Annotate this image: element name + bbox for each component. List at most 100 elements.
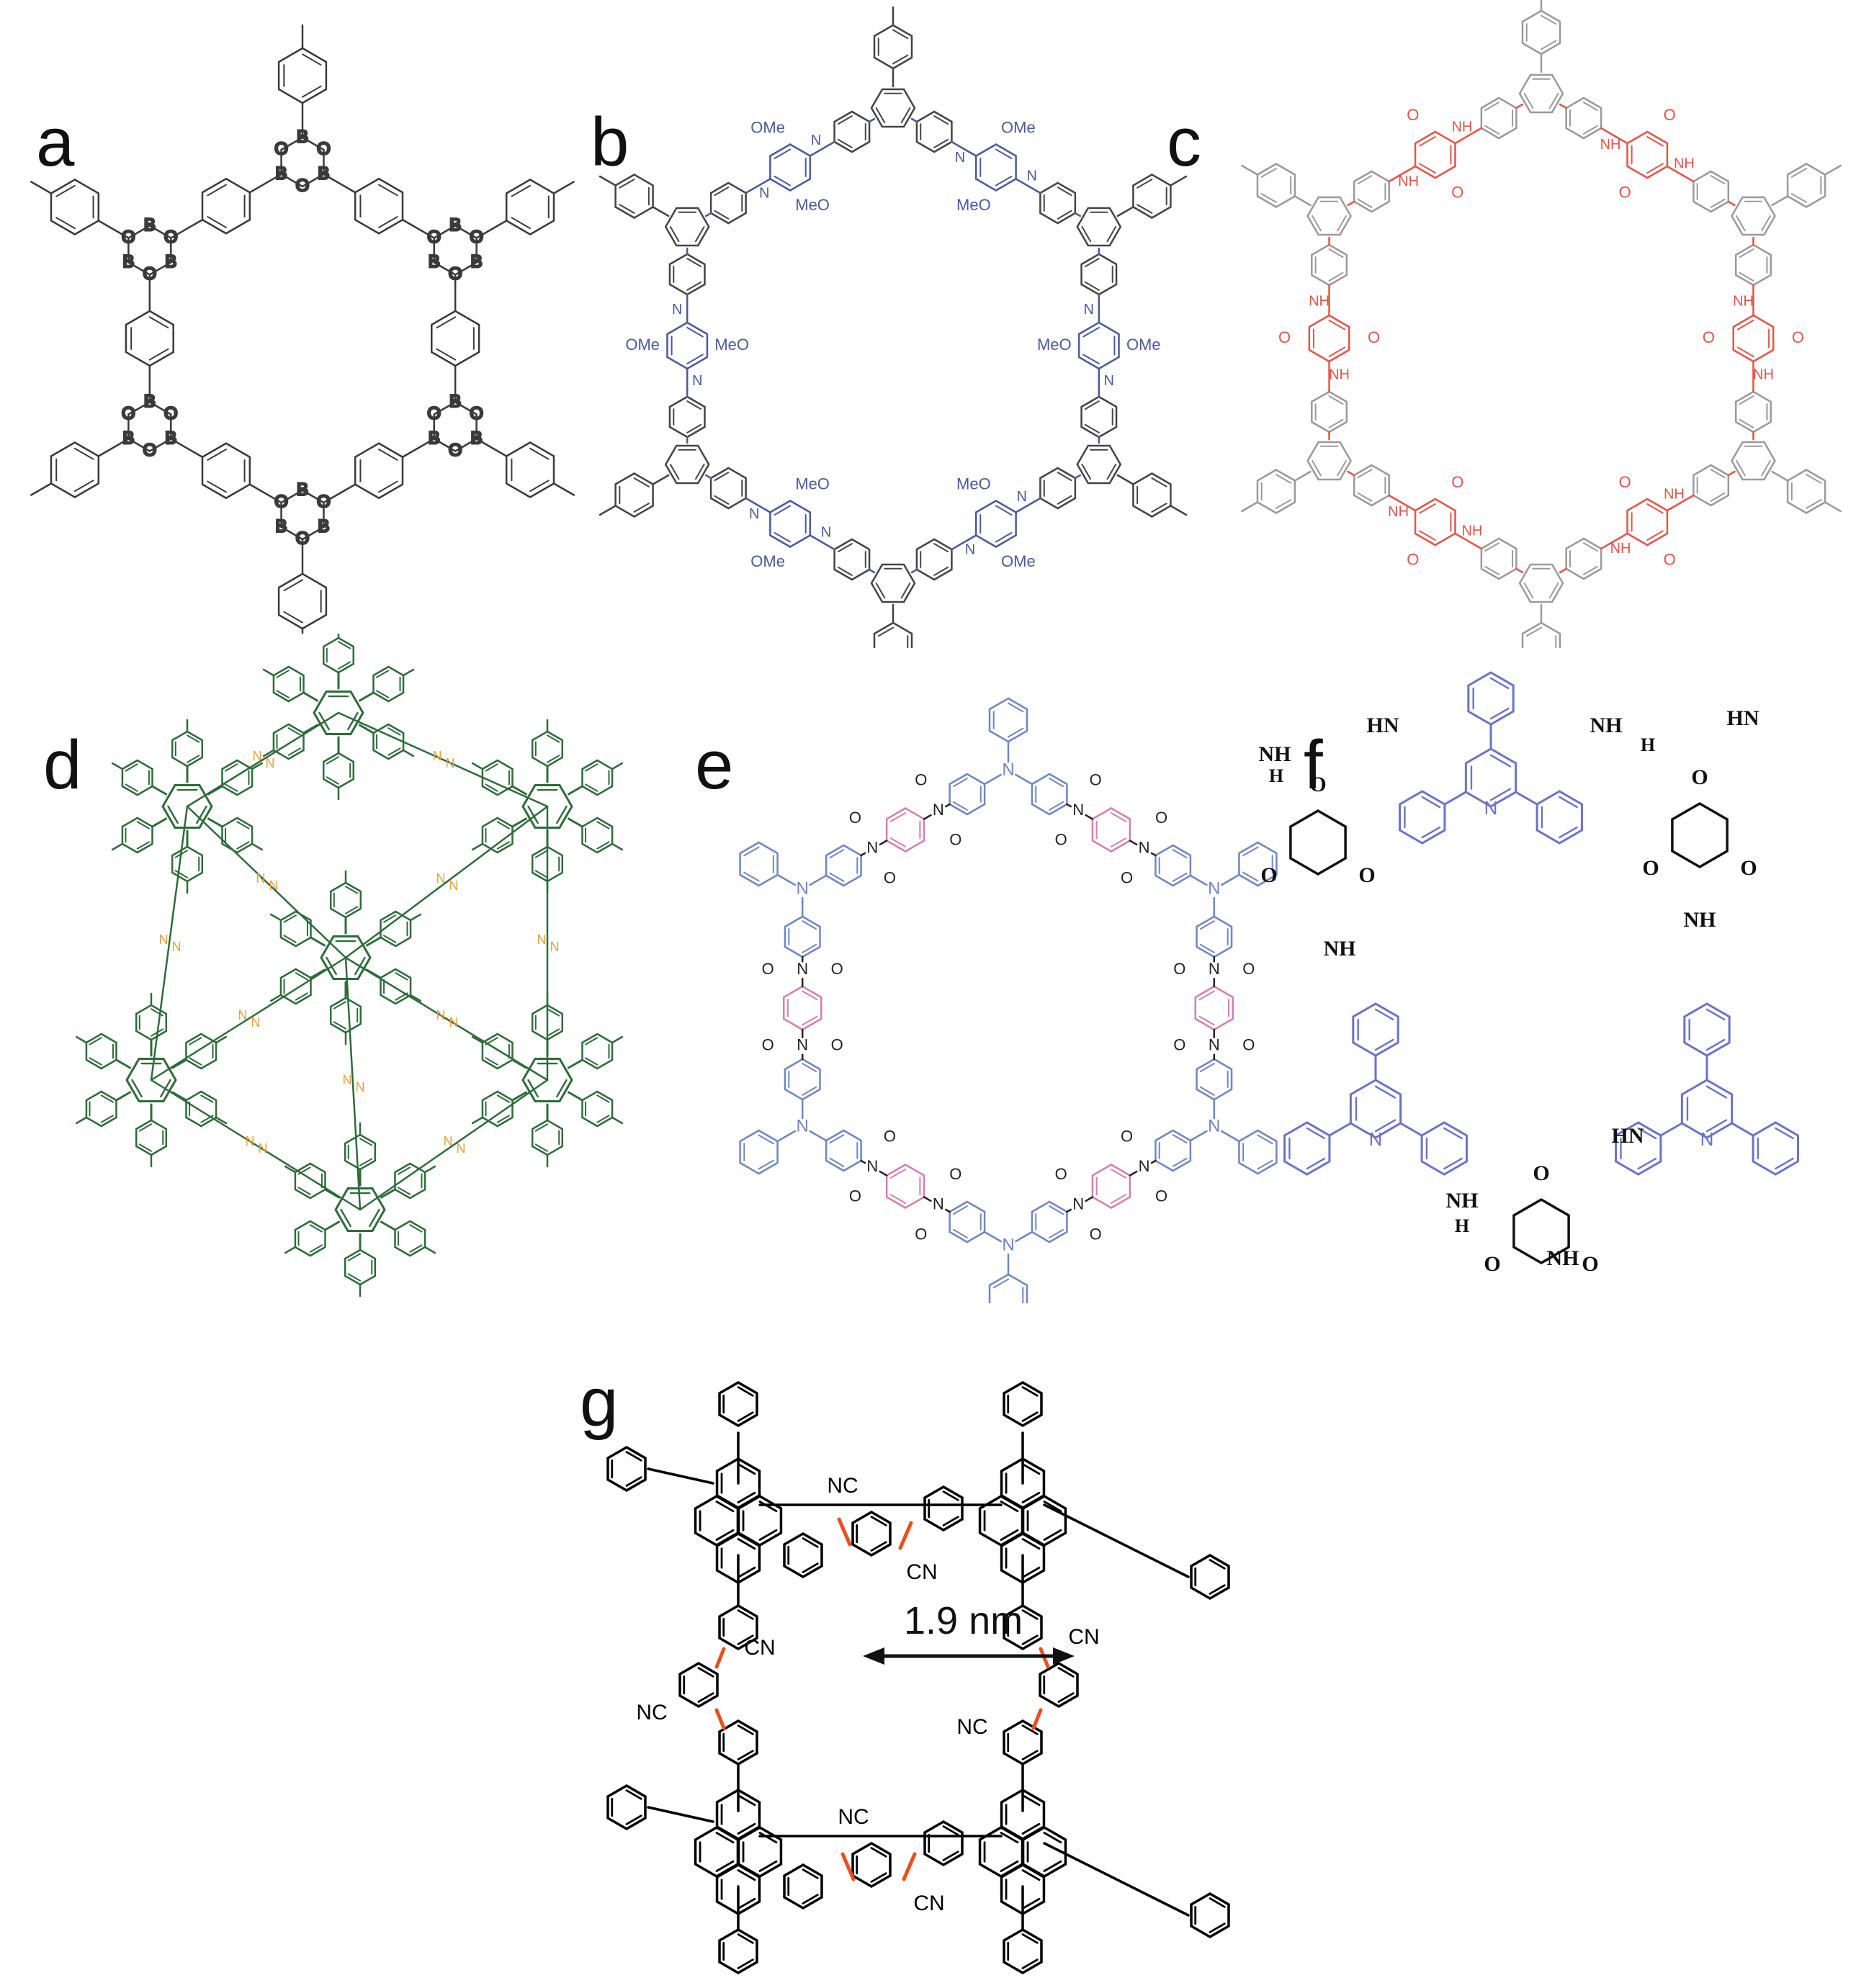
nitrile-label: NC bbox=[956, 1715, 987, 1739]
azine-nitrogen: N bbox=[433, 749, 442, 763]
imide-nitrogen: N bbox=[797, 960, 808, 978]
boron-atom: B bbox=[276, 163, 287, 183]
substituent-label: O bbox=[1451, 473, 1463, 491]
boron-atom: B bbox=[318, 163, 329, 183]
imide-nitrogen: N bbox=[1139, 1157, 1150, 1175]
azine-nitrogen: N bbox=[251, 1015, 261, 1030]
substituent-label: OMe bbox=[750, 552, 785, 570]
azine-nitrogen: N bbox=[537, 932, 547, 947]
panel-label-c: c bbox=[1167, 104, 1201, 181]
boron-atom: B bbox=[429, 428, 440, 448]
linker-atom: NH bbox=[1674, 156, 1695, 172]
linker-atom: NH bbox=[1610, 541, 1631, 557]
oxygen-atom: O bbox=[317, 492, 331, 511]
azine-nitrogen: N bbox=[172, 940, 181, 954]
pyridine-nitrogen: N bbox=[1369, 1128, 1383, 1150]
imide-nitrogen: N bbox=[1072, 801, 1084, 819]
substituent-label: MeO bbox=[714, 336, 749, 354]
azine-nitrogen: N bbox=[446, 756, 455, 770]
substituent-label: O bbox=[1278, 328, 1291, 346]
imide-nitrogen: N bbox=[1209, 1036, 1220, 1054]
hydrogen: H bbox=[1269, 765, 1283, 786]
linker-atom: N bbox=[1084, 302, 1094, 318]
azine-nitrogen: N bbox=[253, 749, 262, 763]
oxygen-atom: O bbox=[164, 404, 178, 423]
carbonyl-oxygen: O bbox=[1242, 1036, 1255, 1054]
carbonyl-oxygen: O bbox=[1242, 960, 1255, 978]
imide-nitrogen: N bbox=[933, 801, 944, 819]
linker-atom: NH bbox=[1733, 293, 1754, 309]
substituent-label: O bbox=[1451, 184, 1463, 202]
carbonyl-oxygen: O bbox=[1121, 868, 1133, 886]
substituent-label: O bbox=[1407, 106, 1419, 124]
imide-nitrogen: N bbox=[1209, 960, 1220, 978]
carbonyl-oxygen: O bbox=[831, 960, 843, 978]
enamine-nh: NH bbox=[1684, 908, 1716, 932]
enamine-hn: HN bbox=[1612, 1124, 1644, 1148]
ketone-oxygen: O bbox=[1582, 1252, 1598, 1276]
boron-atom: B bbox=[276, 516, 287, 536]
enamine-nh: NH bbox=[1547, 1246, 1579, 1270]
boron-atom: B bbox=[429, 252, 440, 271]
carbonyl-oxygen: O bbox=[1173, 1036, 1185, 1054]
azine-nitrogen: N bbox=[449, 1015, 459, 1030]
azine-nitrogen: N bbox=[436, 1008, 446, 1022]
carbonyl-oxygen: O bbox=[949, 1165, 961, 1183]
carbonyl-oxygen: O bbox=[831, 1036, 843, 1054]
oxygen-atom: O bbox=[296, 176, 310, 195]
oxygen-atom: O bbox=[427, 228, 441, 247]
oxygen-atom: O bbox=[317, 139, 331, 158]
boron-atom: B bbox=[449, 392, 461, 411]
substituent-label: OMe bbox=[1001, 552, 1036, 570]
boron-atom: B bbox=[165, 252, 176, 271]
linker-atom: N bbox=[965, 542, 975, 558]
oxygen-atom: O bbox=[143, 441, 156, 460]
nitrile-label: NC bbox=[827, 1474, 858, 1498]
carbonyl-oxygen: O bbox=[884, 868, 896, 886]
oxygen-atom: O bbox=[143, 264, 156, 284]
nitrile-label: CN bbox=[744, 1636, 775, 1660]
carbonyl-oxygen: O bbox=[915, 1225, 927, 1243]
oxygen-atom: O bbox=[449, 264, 462, 284]
oxygen-atom: O bbox=[427, 404, 441, 423]
panel-label-f: f bbox=[1304, 727, 1323, 804]
azine-nitrogen: N bbox=[159, 932, 169, 947]
azine-nitrogen: N bbox=[266, 756, 275, 770]
linker-atom: N bbox=[749, 506, 759, 522]
imide-nitrogen: N bbox=[933, 1195, 944, 1213]
nitrile-label: CN bbox=[906, 1560, 937, 1584]
carbonyl-oxygen: O bbox=[1173, 960, 1185, 978]
ketone-oxygen: O bbox=[1484, 1252, 1500, 1276]
ketone-oxygen: O bbox=[1358, 863, 1375, 887]
azine-nitrogen: N bbox=[256, 871, 266, 886]
panel-label-g: g bbox=[580, 1364, 619, 1441]
triphenylamine-nitrogen: N bbox=[797, 878, 809, 898]
substituent-label: OMe bbox=[750, 119, 785, 137]
linker-atom: NH bbox=[1753, 366, 1774, 382]
linker-atom: NH bbox=[1461, 523, 1482, 539]
linker-atom: N bbox=[1027, 168, 1037, 184]
ketone-oxygen: O bbox=[1309, 773, 1326, 796]
linker-atom: NH bbox=[1398, 174, 1419, 189]
carbonyl-oxygen: O bbox=[1090, 1225, 1102, 1243]
carbonyl-oxygen: O bbox=[1055, 1165, 1067, 1183]
azine-nitrogen: N bbox=[259, 1141, 268, 1156]
carbonyl-oxygen: O bbox=[1055, 830, 1067, 848]
carbonyl-oxygen: O bbox=[915, 770, 927, 788]
nitrile-label: NC bbox=[636, 1701, 667, 1724]
azine-nitrogen: N bbox=[238, 1008, 248, 1022]
enamine-nh: NH bbox=[1259, 742, 1291, 766]
linker-atom: NH bbox=[1388, 504, 1409, 520]
substituent-label: MeO bbox=[795, 475, 830, 493]
enamine-hn: HN bbox=[1367, 714, 1399, 737]
